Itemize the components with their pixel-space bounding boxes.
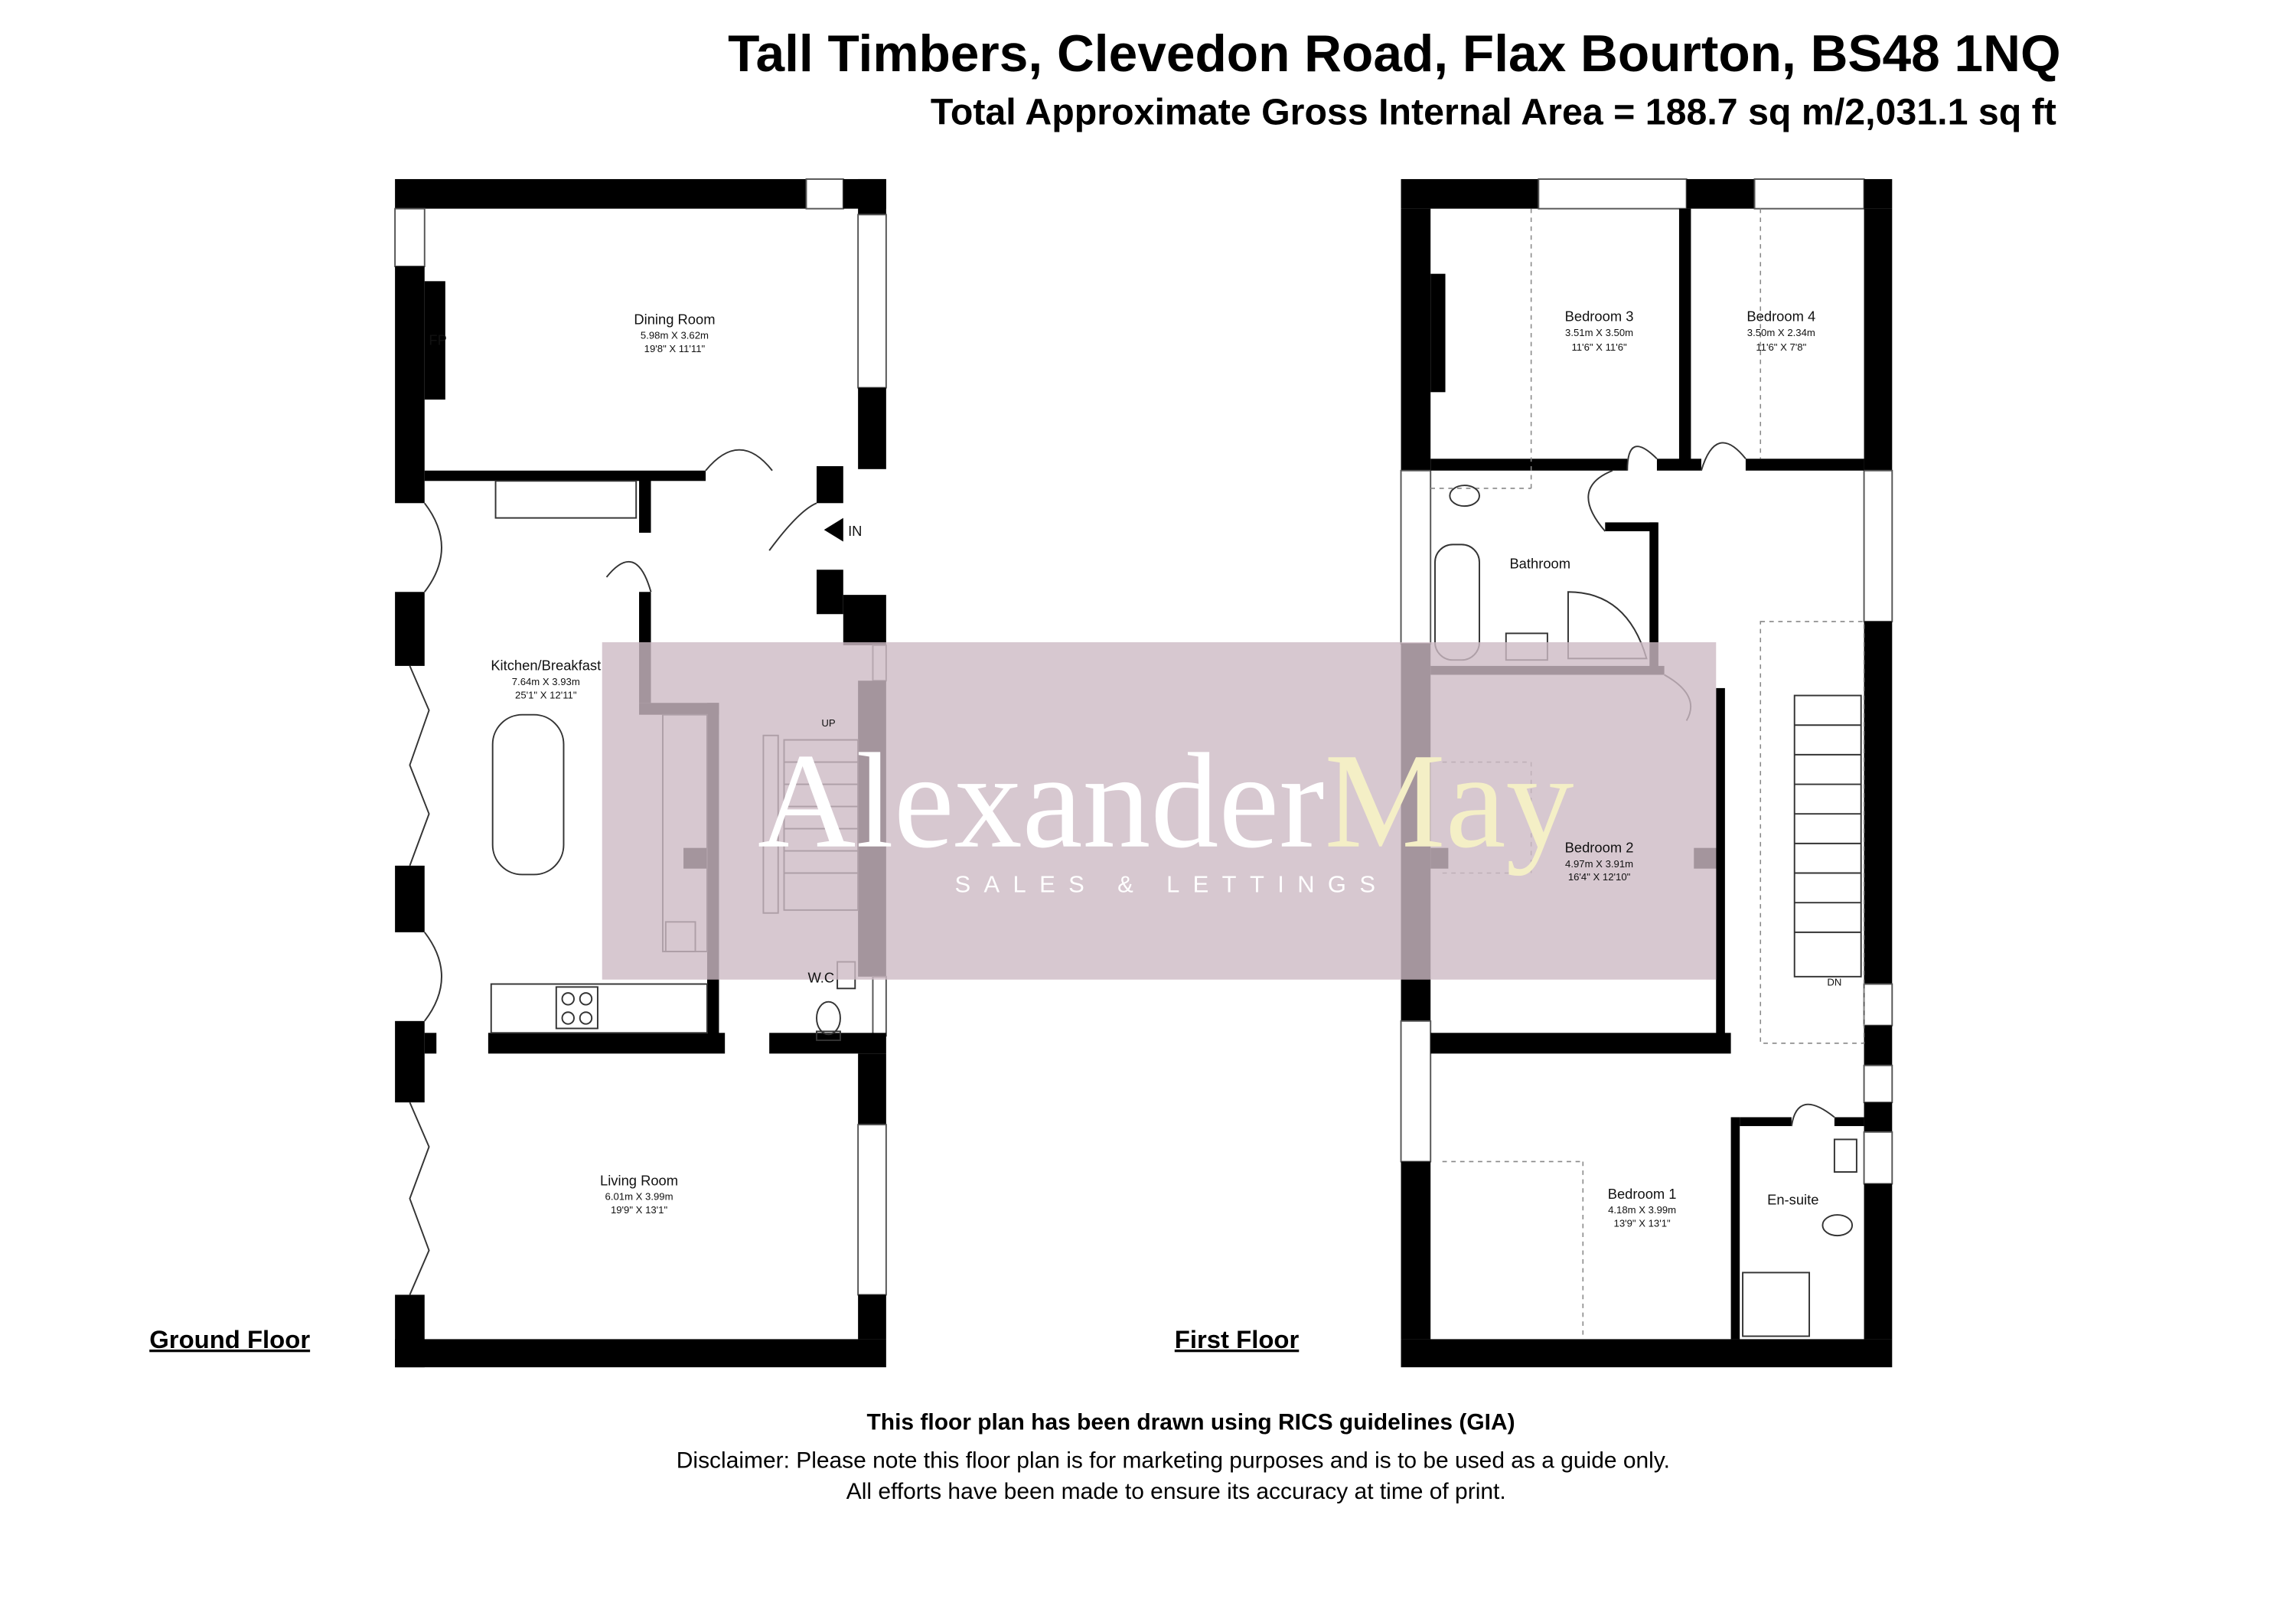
- room-imperial: 19'9" X 13'1": [611, 1204, 668, 1216]
- room-name: Bedroom 3: [1565, 308, 1634, 325]
- watermark-logo: AlexanderMay: [758, 726, 1574, 876]
- room-metric: 4.97m X 3.91m: [1565, 858, 1633, 870]
- room-metric: 4.18m X 3.99m: [1608, 1204, 1676, 1216]
- room-metric: 3.51m X 3.50m: [1565, 327, 1633, 338]
- watermark-band: [602, 641, 1717, 980]
- address-title: Tall Timbers, Clevedon Road, Flax Bourto…: [728, 25, 2060, 83]
- room-metric: 5.98m X 3.62m: [641, 330, 709, 341]
- room-name: Bathroom: [1509, 555, 1570, 571]
- stairs-up-label: UP: [821, 717, 835, 729]
- room-imperial: 16'4" X 12'10": [1568, 871, 1631, 883]
- room-name: Bedroom 4: [1746, 308, 1815, 325]
- fireplace-label: FP: [429, 331, 446, 348]
- room-imperial: 19'8" X 11'11": [644, 343, 706, 354]
- first-floor-plan: [1400, 178, 1893, 1368]
- stairs-down-label: DN: [1827, 976, 1841, 987]
- room-name: Dining Room: [634, 311, 715, 327]
- room-name: Kitchen/Breakfast: [491, 658, 601, 674]
- guideline-note: This floor plan has been drawn using RIC…: [867, 1409, 1515, 1435]
- room-imperial: 25'1" X 12'11": [515, 689, 577, 700]
- first-floor-label: First Floor: [1175, 1325, 1300, 1353]
- room-imperial: 13'9" X 13'1": [1614, 1218, 1671, 1229]
- area-subtitle: Total Approximate Gross Internal Area = …: [931, 91, 2056, 132]
- entrance-arrow-icon: [823, 517, 843, 542]
- room-name: En-suite: [1767, 1192, 1818, 1208]
- watermark: AlexanderMay SALES & LETTINGS: [602, 641, 1717, 980]
- room-name: Bedroom 2: [1565, 839, 1634, 855]
- room-name: Living Room: [600, 1172, 678, 1188]
- room-name: Bedroom 1: [1608, 1186, 1677, 1202]
- room-metric: 3.50m X 2.34m: [1747, 327, 1815, 338]
- ground-floor-label: Ground Floor: [149, 1325, 310, 1353]
- room-metric: 6.01m X 3.99m: [605, 1191, 673, 1203]
- wc-label: W.C: [807, 970, 834, 986]
- disclaimer-line-2: All efforts have been made to ensure its…: [846, 1479, 1506, 1504]
- watermark-tagline: SALES & LETTINGS: [954, 871, 1388, 898]
- disclaimer-line-1: Disclaimer: Please note this floor plan …: [677, 1448, 1670, 1474]
- entrance-label: IN: [848, 523, 862, 539]
- room-imperial: 11'6" X 11'6": [1571, 341, 1627, 353]
- room-imperial: 11'6" X 7'8": [1756, 341, 1806, 353]
- room-metric: 7.64m X 3.93m: [512, 676, 580, 687]
